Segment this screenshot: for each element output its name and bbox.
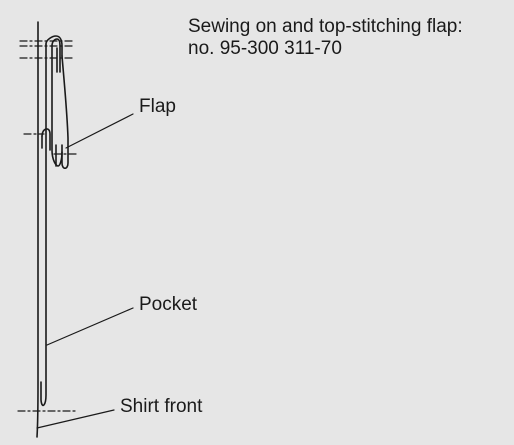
pocket-label: Pocket (139, 294, 198, 315)
seam-indicators (17, 40, 77, 412)
pocket-layer (40, 35, 63, 407)
caption-title: Sewing on and top-stitching flap: (188, 16, 463, 37)
shirt-front-layer (36, 21, 39, 438)
flap-leader (65, 113, 134, 149)
pocket-leader (46, 307, 134, 346)
leader-lines (36, 113, 134, 429)
shirt-front-leader (36, 409, 115, 429)
caption-part-number: no. 95-300 311-70 (188, 38, 342, 59)
flap-label: Flap (139, 96, 176, 117)
shirt-front-label: Shirt front (120, 396, 203, 417)
